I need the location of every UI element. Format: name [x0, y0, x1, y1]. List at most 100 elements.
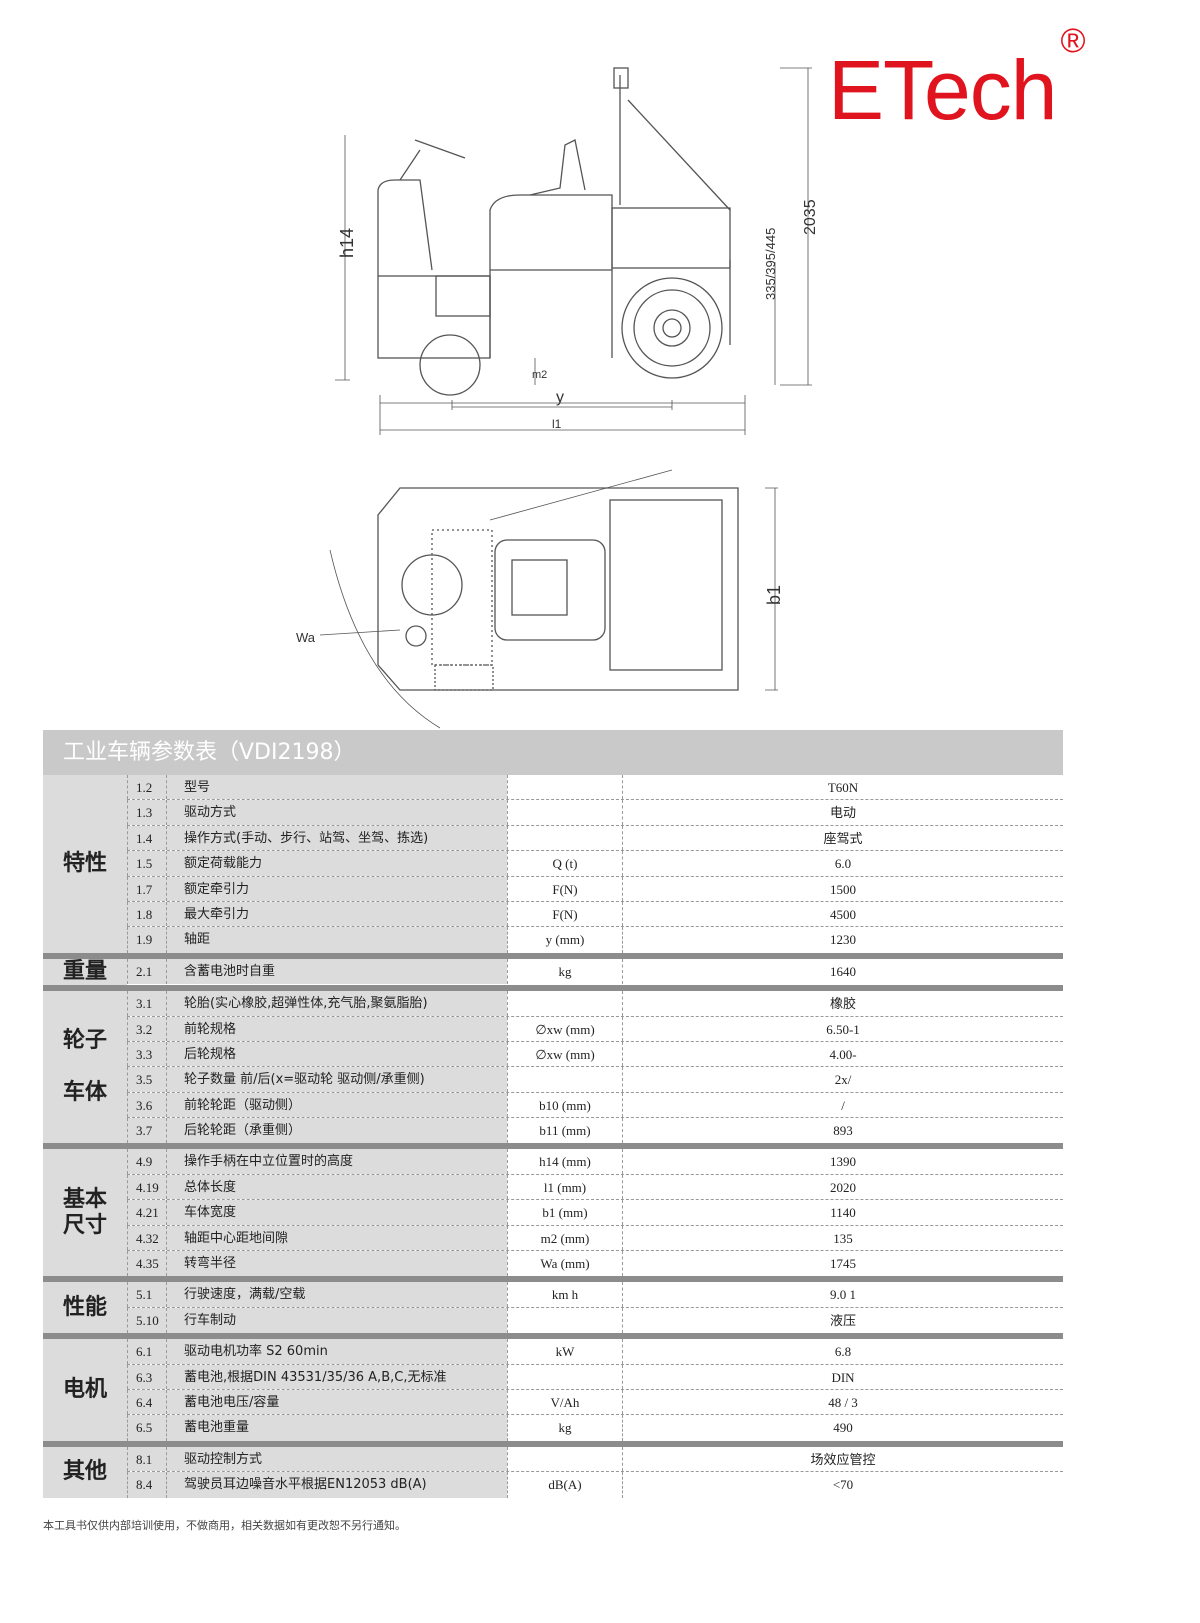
group-category: 特性 [43, 775, 127, 953]
item-value: <70 [832, 1477, 854, 1493]
item-label: 含蓄电池时自重 [167, 958, 507, 985]
item-unit: km h [507, 1282, 623, 1307]
item-unit [507, 825, 623, 851]
item-value: 1390 [830, 1154, 856, 1170]
svg-text:l1: l1 [552, 417, 562, 431]
item-unit: ∅xw (mm) [507, 1041, 623, 1067]
item-number: 8.1 [127, 1446, 167, 1472]
item-value: / [841, 1097, 845, 1113]
item-number: 6.5 [127, 1415, 167, 1441]
item-number: 1.7 [127, 876, 167, 901]
item-value: 6.50-1 [826, 1021, 860, 1037]
item-value: 893 [833, 1123, 853, 1139]
item-unit [507, 1307, 623, 1334]
item-value: 4500 [830, 906, 856, 922]
item-label: 轴距中心距地间隙 [167, 1225, 507, 1251]
item-label: 额定牵引力 [167, 876, 507, 901]
item-label: 前轮轮距（驱动侧） [167, 1092, 507, 1118]
item-value: 橡胶 [829, 996, 856, 1012]
item-number: 3.7 [127, 1118, 167, 1144]
item-label: 后轮轮距（承重侧） [167, 1118, 507, 1144]
item-label: 驱动控制方式 [167, 1446, 507, 1472]
item-unit: b11 (mm) [507, 1118, 623, 1144]
item-value: DIN [831, 1369, 855, 1385]
item-label: 蓄电池,根据DIN 43531/35/36 A,B,C,无标准 [167, 1364, 507, 1389]
item-value: 4.00- [829, 1046, 857, 1062]
item-number: 6.1 [127, 1339, 167, 1364]
item-unit [507, 775, 623, 800]
footer-note: 本工具书仅供内部培训使用，不做商用，相关数据如有更改恕不另行通知。 [43, 1519, 406, 1532]
item-value: 135 [833, 1230, 853, 1246]
top-view: b1 Wa [296, 469, 784, 729]
item-unit: h14 (mm) [507, 1149, 623, 1174]
item-unit: F(N) [507, 876, 623, 901]
item-label: 蓄电池重量 [167, 1415, 507, 1441]
item-label: 驱动方式 [167, 800, 507, 825]
svg-text:2035: 2035 [802, 199, 819, 235]
item-unit: b1 (mm) [507, 1200, 623, 1225]
item-number: 1.2 [127, 775, 167, 800]
item-unit: kg [507, 958, 623, 985]
group-category: 基本 尺寸 [43, 1149, 127, 1277]
group-category: 性能 [43, 1282, 127, 1334]
item-unit [507, 1364, 623, 1389]
item-label: 轮子数量 前/后(x=驱动轮 驱动侧/承重侧) [167, 1067, 507, 1092]
vehicle-drawings: h14 2035 335/395/445 m2 y l1 b1 Wa [296, 67, 819, 729]
item-unit [507, 1067, 623, 1092]
item-number: 3.1 [127, 991, 167, 1016]
item-label: 车体宽度 [167, 1200, 507, 1225]
item-value: 电动 [829, 805, 856, 821]
item-value: T60N [827, 780, 859, 795]
item-value: 490 [833, 1420, 853, 1436]
item-number: 1.9 [127, 927, 167, 953]
svg-text:h14: h14 [337, 228, 357, 258]
item-number: 4.35 [127, 1251, 167, 1277]
item-value: 座驾式 [823, 830, 863, 846]
item-value: 1640 [830, 963, 856, 979]
item-number: 3.6 [127, 1092, 167, 1118]
item-number: 1.3 [127, 800, 167, 825]
item-number: 6.3 [127, 1364, 167, 1389]
etech-logo: ETech® [828, 22, 1086, 137]
item-number: 1.4 [127, 825, 167, 851]
item-value: 1500 [830, 881, 856, 897]
item-label: 操作手柄在中立位置时的高度 [167, 1149, 507, 1174]
item-unit: kg [507, 1415, 623, 1441]
svg-text:Wa: Wa [296, 630, 316, 645]
svg-text:b1: b1 [764, 585, 784, 605]
item-unit: y (mm) [507, 927, 623, 953]
item-unit: kW [507, 1339, 623, 1364]
item-label: 最大牵引力 [167, 901, 507, 927]
item-number: 5.10 [127, 1307, 167, 1334]
item-unit: Wa (mm) [507, 1251, 623, 1277]
item-number: 8.4 [127, 1472, 167, 1498]
group-divider [43, 1276, 1063, 1283]
item-label: 额定荷载能力 [167, 851, 507, 876]
